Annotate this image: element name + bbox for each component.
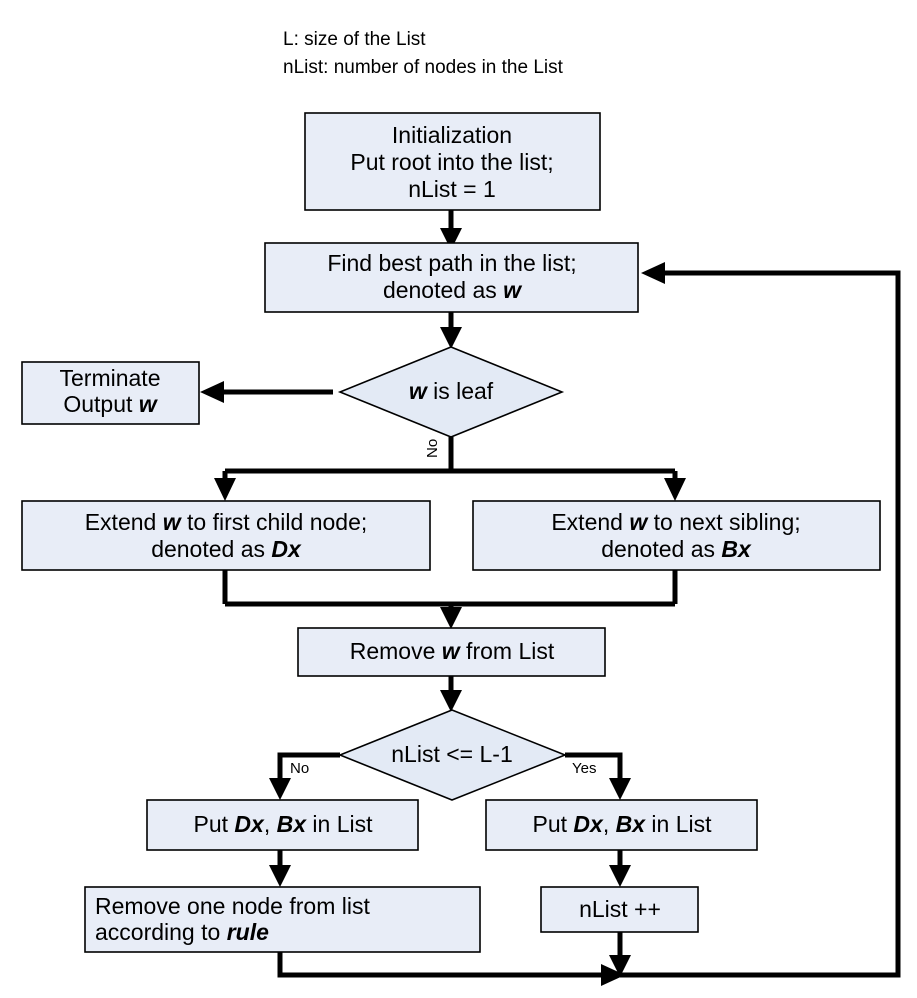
node-nlist-increment-label: nList ++ [579, 896, 661, 922]
node-terminate-line-2: Output w [63, 391, 158, 417]
node-remove-w-shape[interactable] [297, 627, 606, 677]
node-put-right[interactable]: Put Dx, Bx in List [485, 799, 758, 851]
arrowhead-rule-merge [601, 964, 625, 986]
node-extend-next-sibling-line-2: denoted as Bx [601, 536, 752, 562]
node-is-leaf-decision[interactable]: w is leaf [337, 346, 565, 438]
node-put-left[interactable]: Put Dx, Bx in List [146, 799, 419, 851]
node-find-best-path-line-1: Find best path in the list; [327, 250, 576, 276]
node-remove-w[interactable]: Remove w from List [297, 627, 606, 677]
node-extend-next-sibling-line-1: Extend w to next sibling; [551, 509, 800, 535]
node-initialization-line-3: nList = 1 [408, 176, 496, 202]
node-remove-rule-line-2: according to rule [95, 919, 269, 945]
node-initialization-line-1: Initialization [392, 122, 512, 148]
legend-line-2: nList: number of nodes in the List [283, 57, 564, 78]
arrowhead-to-extend-sib [664, 478, 686, 501]
arrowhead-to-nlist-inc [609, 865, 631, 887]
node-nlist-check-decision-shape[interactable] [337, 709, 568, 801]
arrowhead-leaf-to-terminate [200, 381, 224, 403]
arrowhead-init-to-find [440, 228, 462, 250]
edge-check-yes [565, 752, 623, 785]
arrowhead-to-remove-w [440, 607, 462, 629]
node-is-leaf-decision-label: w is leaf [409, 378, 494, 404]
node-initialization-shape[interactable] [304, 112, 601, 211]
node-put-right-shape[interactable] [485, 799, 758, 851]
node-put-right-label: Put Dx, Bx in List [533, 811, 713, 837]
node-remove-rule-line-1: Remove one node from list [95, 893, 370, 919]
edge-check-no [277, 752, 340, 785]
node-extend-first-child-shape[interactable] [21, 500, 431, 571]
node-extend-first-child-line-2: denoted as Dx [151, 536, 302, 562]
arrowhead-to-extend-child [214, 478, 236, 501]
edge-label-leaf-no: No [424, 439, 441, 458]
node-terminate[interactable]: Terminate Output w [21, 361, 200, 425]
node-remove-rule-shape[interactable] [84, 886, 481, 953]
node-extend-first-child-line-1: Extend w to first child node; [85, 509, 368, 535]
node-put-left-shape[interactable] [146, 799, 419, 851]
arrowhead-find-to-leaf [440, 327, 462, 349]
node-initialization[interactable]: Initialization Put root into the list; n… [304, 112, 601, 211]
arrowhead-feedback-to-find [641, 262, 665, 284]
node-terminate-shape[interactable] [21, 361, 200, 425]
legend-line-1: L: size of the List [283, 29, 426, 50]
node-terminate-line-1: Terminate [60, 365, 161, 391]
node-remove-rule[interactable]: Remove one node from list according to r… [84, 886, 481, 953]
node-find-best-path-shape[interactable] [264, 242, 639, 313]
node-find-best-path-line-2: denoted as w [383, 277, 523, 303]
edges-layer [200, 210, 901, 986]
node-nlist-check-decision[interactable]: nList <= L-1 [337, 709, 568, 801]
arrowhead-to-put-left [269, 778, 291, 800]
arrowhead-to-remove-rule [269, 865, 291, 887]
node-find-best-path[interactable]: Find best path in the list; denoted as w [264, 242, 639, 313]
node-is-leaf-decision-shape[interactable] [337, 346, 565, 438]
node-extend-first-child[interactable]: Extend w to first child node; denoted as… [21, 500, 431, 571]
legend: L: size of the List nList: number of nod… [283, 29, 564, 78]
edge-feedback-loop [620, 270, 901, 978]
arrowhead-inc-merge [609, 955, 631, 977]
node-remove-w-label: Remove w from List [350, 638, 555, 664]
edge-label-nlist-no: No [290, 760, 309, 777]
arrowhead-to-nlist-check [440, 690, 462, 712]
node-initialization-line-2: Put root into the list; [350, 149, 553, 175]
node-put-left-label: Put Dx, Bx in List [194, 811, 374, 837]
node-nlist-increment[interactable]: nList ++ [540, 886, 699, 933]
arrowhead-to-put-right [609, 778, 631, 800]
node-extend-next-sibling[interactable]: Extend w to next sibling; denoted as Bx [472, 500, 881, 571]
edge-label-nlist-yes: Yes [572, 760, 596, 777]
node-extend-next-sibling-shape[interactable] [472, 500, 881, 571]
node-nlist-increment-shape[interactable] [540, 886, 699, 933]
edge-rule-to-bus [277, 952, 612, 978]
edge-label-leaf-no-text: No [424, 439, 441, 458]
node-nlist-check-decision-label: nList <= L-1 [391, 741, 512, 767]
